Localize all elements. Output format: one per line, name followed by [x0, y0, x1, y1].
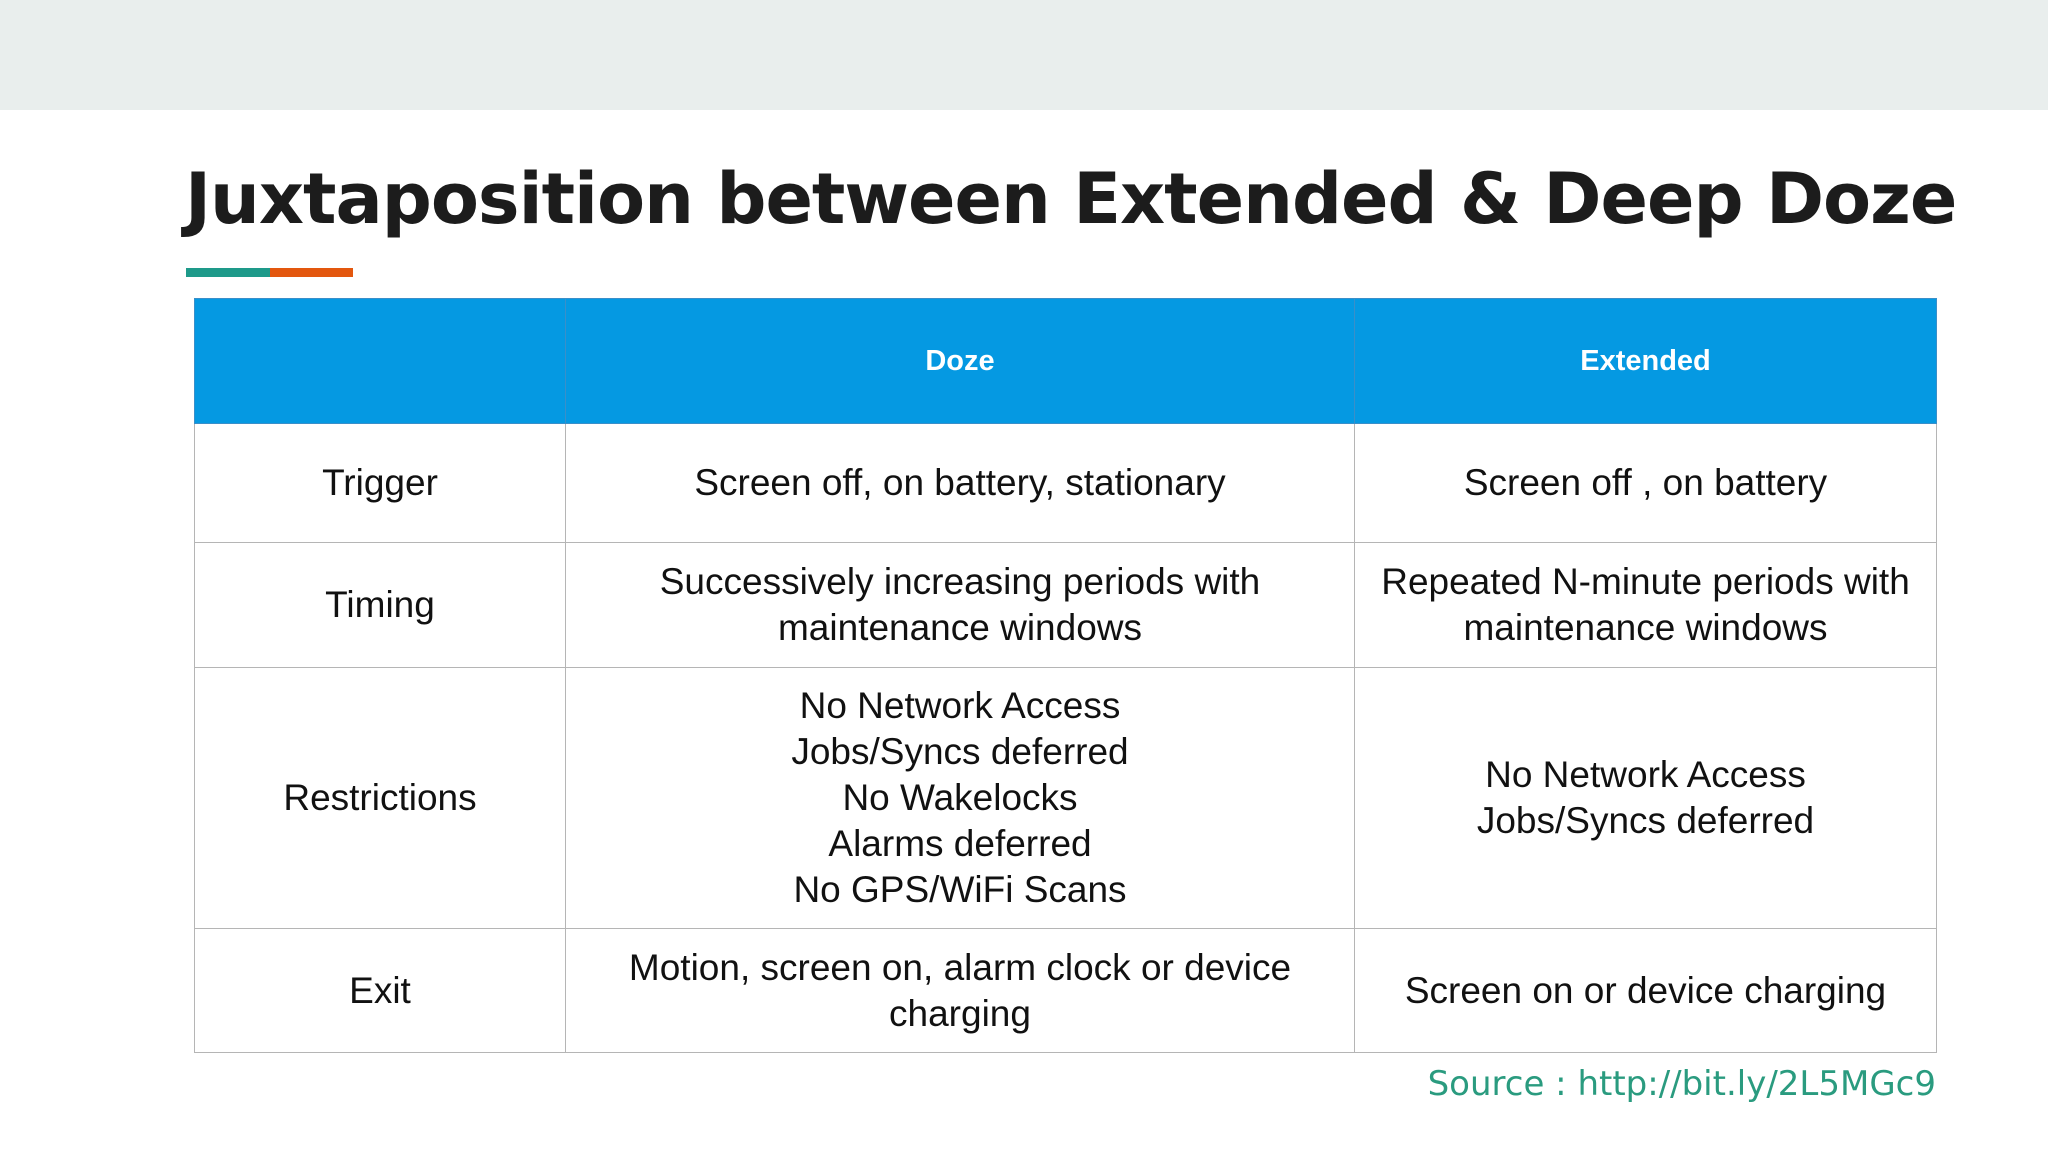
cell-doze-timing: Successively increasing periods with main…: [565, 542, 1355, 668]
cell-line: Screen off, on battery, stationary: [694, 462, 1226, 503]
cell-line: Jobs/Syncs deferred: [791, 731, 1129, 772]
table-header-row: Doze Extended: [194, 298, 1937, 424]
cell-extended-exit: Screen on or device charging: [1354, 928, 1937, 1053]
cell-line: Jobs/Syncs deferred: [1476, 800, 1815, 841]
cell-line: maintenance windows: [1463, 607, 1828, 648]
cell-line: Screen on or device charging: [1404, 969, 1887, 1011]
cell-line: No Wakelocks: [842, 777, 1078, 818]
cell-line: No GPS/WiFi Scans: [793, 869, 1127, 910]
cell-line: charging: [889, 992, 1031, 1034]
table-row-exit: Exit Motion, screen on, alarm clock or d…: [194, 928, 1937, 1053]
cell-line: No Network Access: [799, 685, 1121, 726]
top-band: [0, 0, 2048, 110]
row-label-exit: Exit: [194, 928, 566, 1053]
table-row-timing: Timing Successively increasing periods w…: [194, 542, 1937, 668]
title-underline-orange: [270, 268, 353, 277]
cell-extended-trigger: Screen off , on battery: [1354, 423, 1937, 543]
column-header-doze: Doze: [565, 298, 1355, 424]
cell-doze-trigger: Screen off, on battery, stationary: [565, 423, 1355, 543]
row-label-trigger: Trigger: [194, 423, 566, 543]
cell-line: Successively increasing periods with: [659, 561, 1261, 602]
cell-line: maintenance windows: [777, 607, 1143, 648]
title-underline-teal: [186, 268, 270, 277]
column-header-empty: [194, 298, 566, 424]
row-label-timing: Timing: [194, 542, 566, 668]
cell-line: Repeated N-minute periods with: [1381, 561, 1910, 602]
table-row-trigger: Trigger Screen off, on battery, stationa…: [194, 423, 1937, 543]
cell-extended-timing: Repeated N-minute periods with maintenanc…: [1354, 542, 1937, 668]
cell-doze-exit: Motion, screen on, alarm clock or device…: [565, 928, 1355, 1053]
cell-line: Alarms deferred: [828, 823, 1092, 864]
cell-line: Motion, screen on, alarm clock or device: [628, 946, 1292, 988]
cell-line: Screen off , on battery: [1463, 462, 1828, 503]
slide-title: Juxtaposition between Extended & Deep Do…: [185, 158, 1957, 240]
column-header-extended: Extended: [1354, 298, 1937, 424]
row-label-restrictions: Restrictions: [194, 667, 566, 929]
source-link[interactable]: Source : http://bit.ly/2L5MGc9: [1427, 1064, 1936, 1104]
cell-line: No Network Access: [1485, 754, 1806, 795]
comparison-table: Doze Extended Trigger Screen off, on bat…: [194, 298, 1937, 1053]
